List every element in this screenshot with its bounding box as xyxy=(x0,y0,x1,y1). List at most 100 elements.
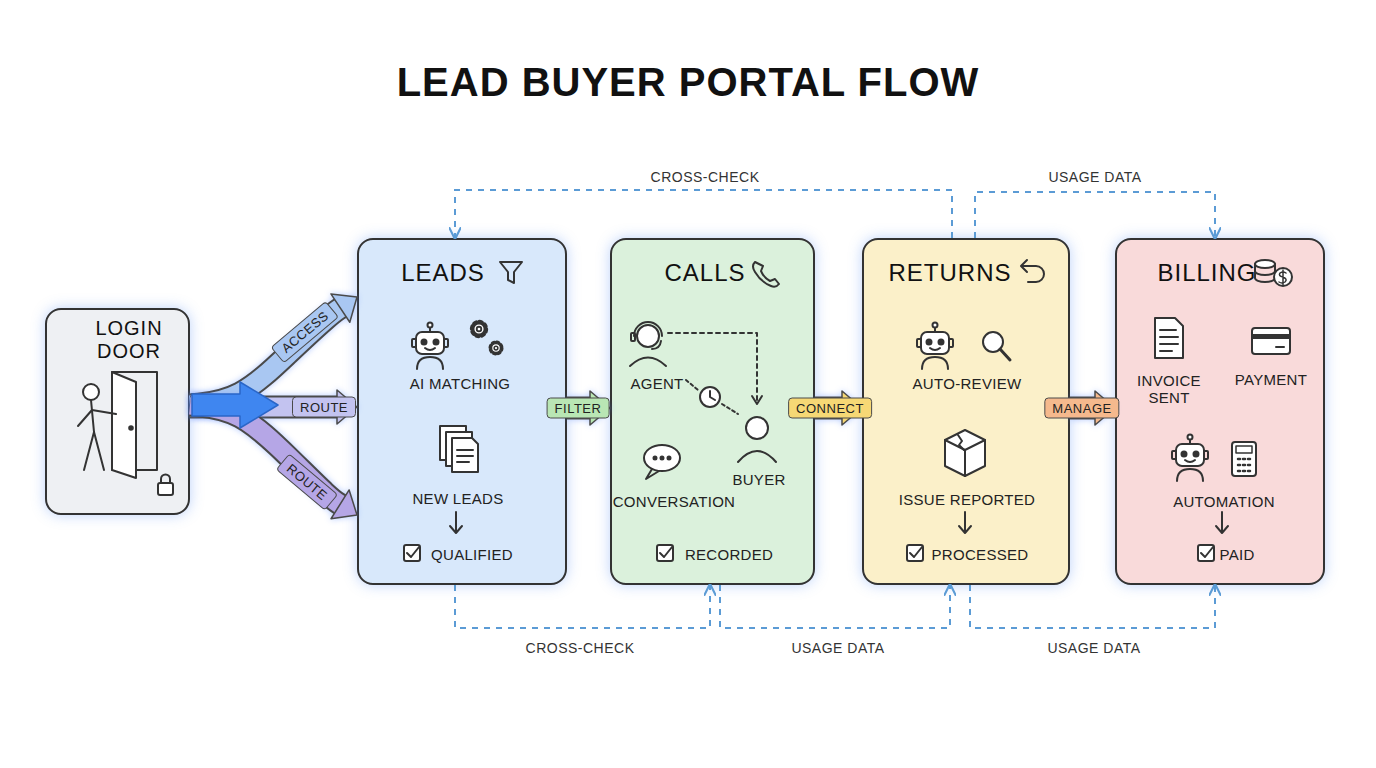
arrow-head xyxy=(331,490,357,519)
calls-icons xyxy=(630,262,779,561)
calls-box: CALLSAGENTBUYERCONVERSATIONRECORDED xyxy=(610,238,815,585)
arrow-head xyxy=(331,294,357,322)
dashed-line xyxy=(975,192,1215,238)
leads-icons xyxy=(452,438,478,472)
login-illustration xyxy=(112,372,136,478)
calls-icons xyxy=(634,322,662,336)
calls-icons xyxy=(630,358,666,367)
connector-label: USAGE DATA xyxy=(1048,169,1141,185)
returns-box: RETURNSAUTO-REVIEWISSUE REPORTEDPROCESSE… xyxy=(862,238,1070,585)
billing-icons xyxy=(1216,512,1228,533)
dashed-line xyxy=(970,585,1215,628)
login-box: LOGIN DOOR xyxy=(45,308,190,515)
returns-icons xyxy=(945,430,985,476)
dashed-connector xyxy=(455,190,952,238)
returns-icons xyxy=(1021,260,1027,272)
login-illustration xyxy=(78,410,92,426)
dashed-connector xyxy=(455,585,710,628)
calls-icons xyxy=(722,404,738,414)
leads-icons xyxy=(440,426,466,460)
dashed-connector xyxy=(970,585,1215,628)
billing-icons xyxy=(1255,260,1275,268)
returns-icons xyxy=(1022,266,1044,282)
calls-icons xyxy=(746,417,768,439)
arrow-head xyxy=(337,390,357,424)
box-heading: LEADS xyxy=(388,259,498,287)
flow-arrow xyxy=(1070,391,1115,425)
billing-icons xyxy=(1198,545,1214,561)
returns-icons xyxy=(907,545,923,561)
leads-box: LEADS AI MATCHING NEW LEADS QUALIFIED xyxy=(357,238,567,585)
returns-icons xyxy=(983,332,1003,352)
step-label: BUYER xyxy=(719,471,799,488)
box-heading: BILLING xyxy=(1147,259,1267,287)
billing-icons xyxy=(1252,334,1290,339)
returns-icons xyxy=(907,260,1044,561)
flow-arrow xyxy=(190,294,357,405)
connector-group xyxy=(190,190,1215,628)
step-label: PROCESSED xyxy=(920,546,1040,563)
box-heading: LOGIN DOOR xyxy=(64,317,194,363)
login-illustration xyxy=(161,475,170,484)
connector-label: CROSS-CHECK xyxy=(526,640,635,656)
box-heading: CALLS xyxy=(655,259,755,287)
billing-icons xyxy=(1255,264,1275,282)
step-label: PAYMENT xyxy=(1226,371,1316,388)
step-label: CONVERSATION xyxy=(604,493,744,510)
calls-icons xyxy=(631,333,635,341)
billing-icons xyxy=(1172,435,1208,482)
calls-icons xyxy=(657,545,673,561)
calls-icons xyxy=(686,380,698,390)
returns-icons xyxy=(945,440,985,476)
leads-icons xyxy=(446,432,472,466)
arrow-shaft xyxy=(567,399,590,418)
step-label: NEW LEADS xyxy=(393,490,523,507)
step-label: AUTOMATION xyxy=(1159,493,1289,510)
billing-icons xyxy=(1238,459,1250,471)
arrow-outline xyxy=(1070,397,1095,420)
arrow-head xyxy=(1095,391,1115,425)
connector-label: USAGE DATA xyxy=(1047,640,1140,656)
billing-icons xyxy=(1236,446,1252,453)
login-illustration xyxy=(92,410,116,414)
login-illustration xyxy=(112,372,157,470)
leads-icons xyxy=(472,322,487,337)
arrow-shaft xyxy=(1070,399,1095,418)
returns-icons xyxy=(958,435,964,450)
arrow-outline xyxy=(190,308,340,405)
entry-arrow xyxy=(192,382,278,428)
login-illustration xyxy=(84,432,94,470)
step-label: QUALIFIED xyxy=(417,546,527,563)
billing-icons xyxy=(1252,328,1290,354)
calls-icons xyxy=(668,457,671,460)
arrow-shaft xyxy=(190,308,340,405)
dashed-line xyxy=(720,585,950,628)
billing-icons xyxy=(1232,442,1256,476)
calls-icons xyxy=(753,262,779,287)
returns-icons xyxy=(1000,349,1010,360)
login-illustration xyxy=(158,483,173,495)
calls-icons xyxy=(661,457,664,460)
billing-box: BILLINGINVOICE SENTPAYMENTAUTOMATIONPAID xyxy=(1115,238,1325,585)
login-illustration xyxy=(129,426,133,430)
billing-icons xyxy=(1279,270,1286,285)
calls-icons xyxy=(646,469,659,479)
step-label: PAID xyxy=(1202,546,1272,563)
returns-icons xyxy=(959,512,971,533)
billing-icons xyxy=(1274,268,1292,286)
leads-icons xyxy=(450,512,462,533)
billing-icons xyxy=(1276,346,1284,348)
billing-icons xyxy=(1155,260,1292,561)
flow-arrow xyxy=(190,405,357,519)
calls-icons xyxy=(700,387,720,407)
leads-icons xyxy=(500,262,522,283)
step-label: AI MATCHING xyxy=(390,375,530,392)
arrow-shaft xyxy=(815,399,842,418)
arrow-head xyxy=(842,391,862,425)
billing-icons xyxy=(1155,318,1183,358)
flow-arrow xyxy=(567,391,610,425)
arrow-outline xyxy=(190,405,340,504)
arrow-outline xyxy=(567,397,590,420)
